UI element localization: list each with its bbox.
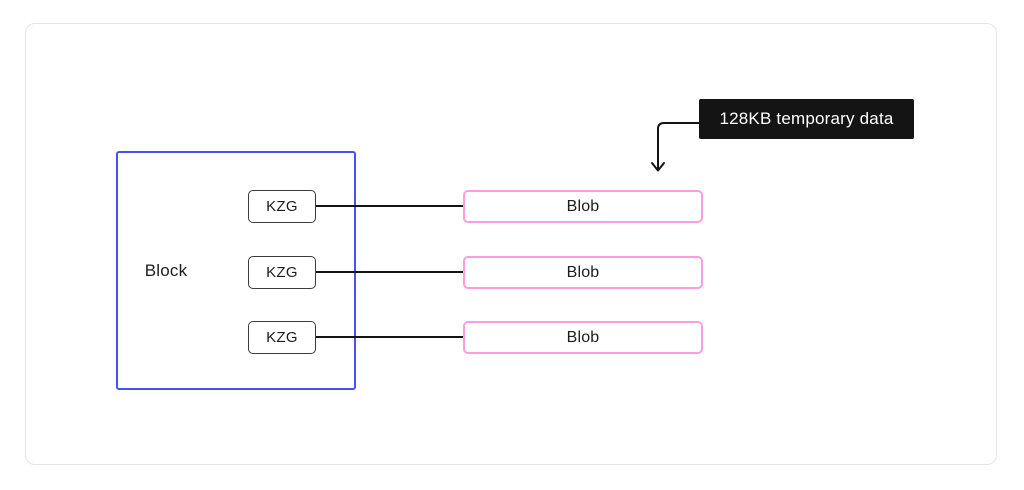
blob-box: Blob bbox=[463, 256, 703, 289]
kzg-box: KZG bbox=[248, 321, 316, 354]
arrow-elbow-line bbox=[657, 122, 700, 170]
blob-box: Blob bbox=[463, 190, 703, 223]
arrow-head bbox=[651, 162, 665, 172]
block-label: Block bbox=[144, 260, 188, 280]
kzg-box: KZG bbox=[248, 256, 316, 289]
connector-line bbox=[316, 205, 463, 207]
blob-box: Blob bbox=[463, 321, 703, 354]
kzg-box: KZG bbox=[248, 190, 316, 223]
diagram-card: Block KZG Blob KZG Blob KZG Blob 128KB t… bbox=[25, 23, 997, 465]
annotation-arrow-icon bbox=[651, 122, 700, 172]
annotation-callout: 128KB temporary data bbox=[699, 99, 914, 139]
connector-line bbox=[316, 336, 463, 338]
block-container: Block bbox=[116, 151, 356, 390]
connector-line bbox=[316, 271, 463, 273]
